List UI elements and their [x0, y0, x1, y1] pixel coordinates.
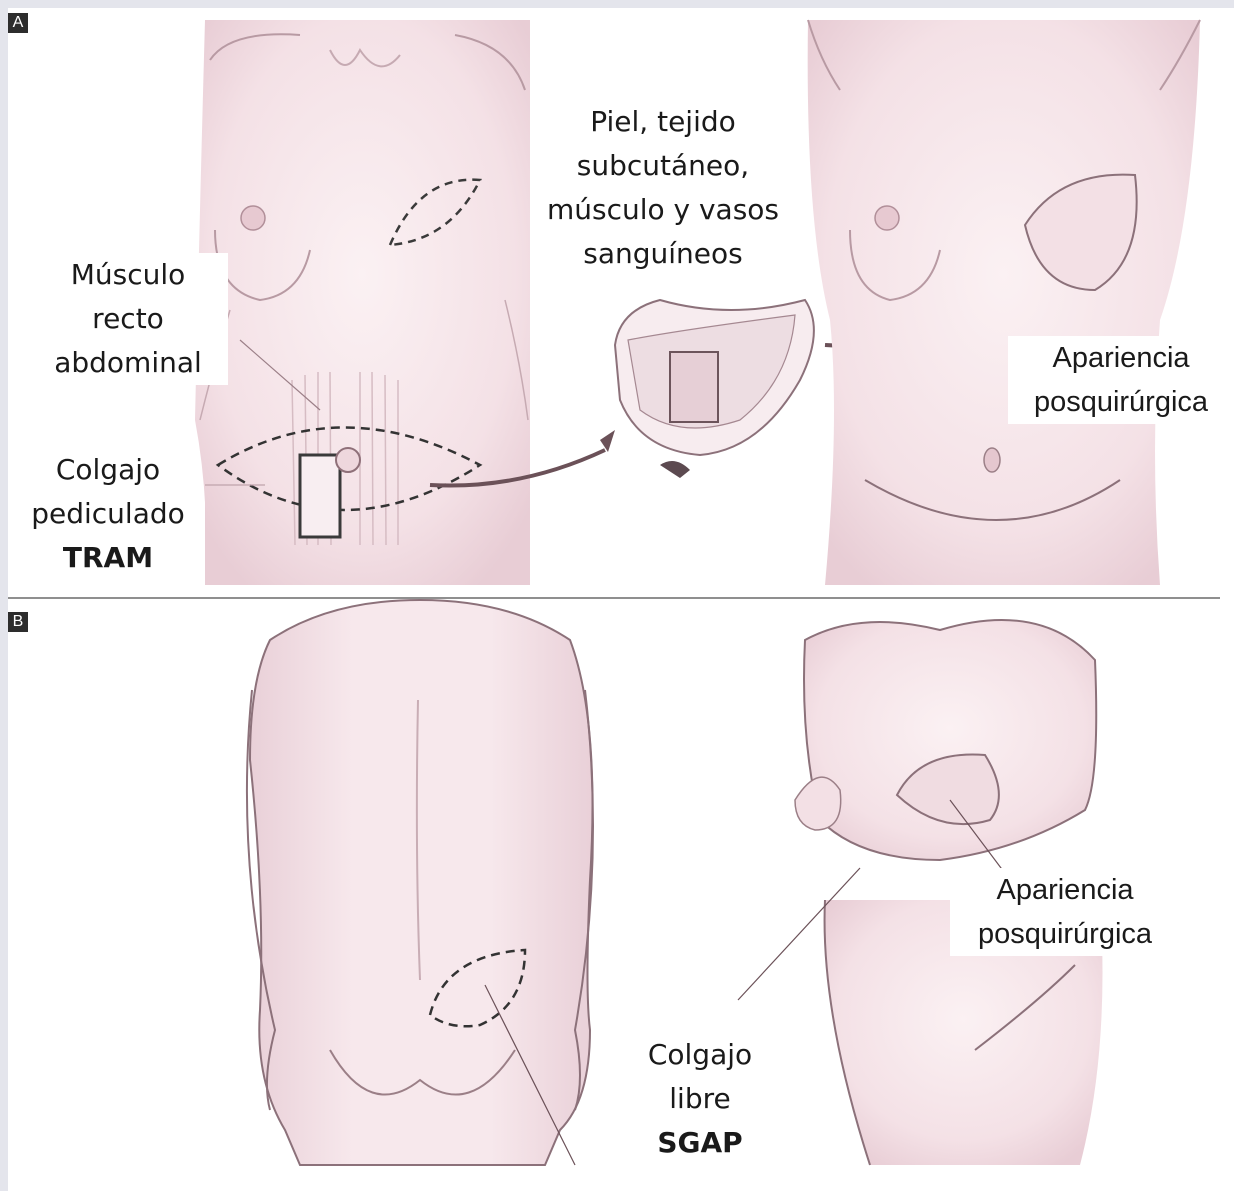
- label-rectus-muscle: Músculo recto abdominal: [28, 253, 228, 385]
- label-line: recto: [28, 297, 228, 341]
- panel-a-right-torso: [808, 20, 1200, 585]
- label-line: abdominal: [28, 341, 228, 385]
- figure-canvas: A B Músculo recto abdominal Colgajo pedi…: [8, 8, 1234, 1191]
- label-line: Apariencia: [1008, 336, 1234, 380]
- label-result-b: Apariencia posquirúrgica: [950, 868, 1180, 956]
- panel-a-tag: A: [8, 13, 28, 33]
- label-line: Apariencia: [950, 868, 1180, 912]
- label-line: subcutáneo,: [528, 144, 798, 188]
- label-line: SGAP: [600, 1121, 800, 1165]
- label-line: músculo y vasos: [528, 188, 798, 232]
- label-line: libre: [600, 1077, 800, 1121]
- label-line: Músculo: [28, 253, 228, 297]
- panel-b-tag: B: [8, 612, 28, 632]
- label-sgap-flap: Colgajo libre SGAP: [600, 1033, 800, 1165]
- label-line: posquirúrgica: [1008, 380, 1234, 424]
- label-line: Piel, tejido: [528, 100, 798, 144]
- label-line: Colgajo: [8, 448, 208, 492]
- label-line: TRAM: [8, 536, 208, 580]
- label-line: sanguíneos: [528, 232, 798, 276]
- label-result-a: Apariencia posquirúrgica: [1008, 336, 1234, 424]
- label-line: Colgajo: [600, 1033, 800, 1077]
- label-line: posquirúrgica: [950, 912, 1180, 956]
- label-tissue: Piel, tejido subcutáneo, músculo y vasos…: [528, 100, 798, 276]
- panel-b-back-figure: [247, 600, 593, 1165]
- label-tram-flap: Colgajo pediculado TRAM: [8, 448, 208, 580]
- label-line: pediculado: [8, 492, 208, 536]
